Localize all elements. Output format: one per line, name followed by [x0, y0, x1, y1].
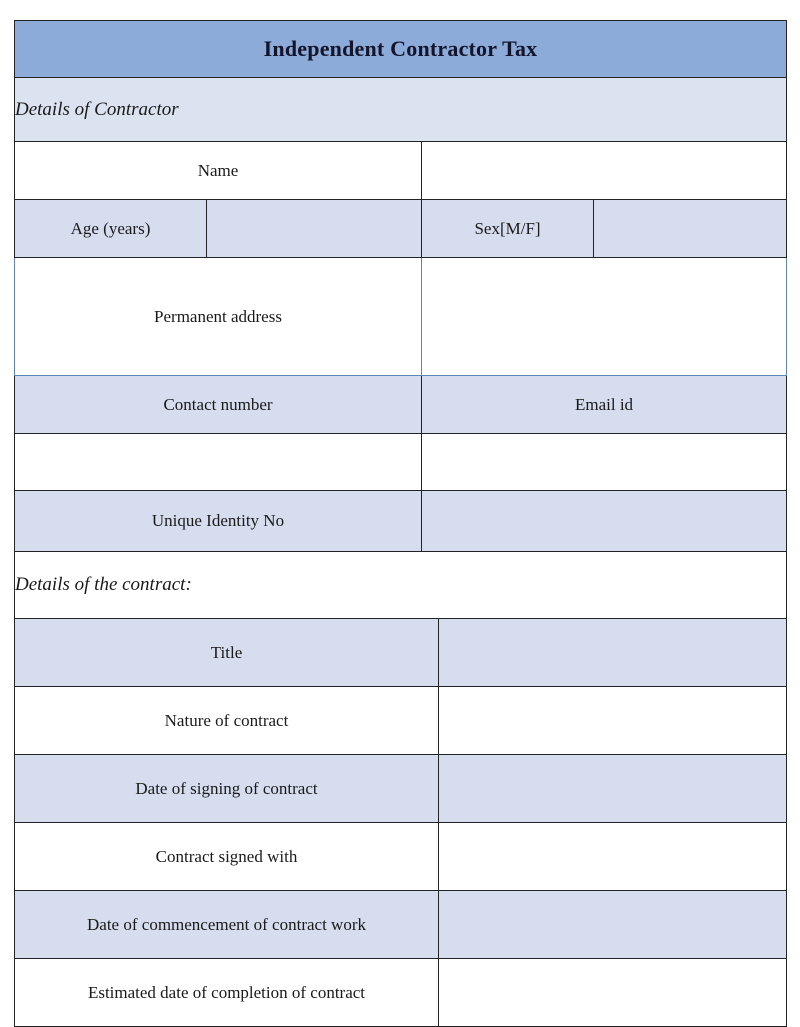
permanent-address-row: Permanent address	[14, 257, 788, 376]
table-row: Date of signing of contract	[14, 754, 788, 823]
page-title: Independent Contractor Tax	[13, 20, 788, 78]
unique-identity-label: Unique Identity No	[14, 490, 422, 552]
age-sex-row: Age (years) Sex[M/F]	[14, 199, 788, 258]
date-of-commencement-input[interactable]	[437, 890, 788, 959]
contract-title-label: Title	[14, 618, 439, 687]
contract-signed-with-input[interactable]	[437, 822, 788, 891]
contact-number-input[interactable]	[14, 433, 422, 491]
name-row: Name	[14, 141, 788, 200]
contract-section-heading: Details of the contract:	[13, 551, 788, 619]
contractor-section-heading: Details of Contractor	[13, 77, 788, 142]
name-label: Name	[14, 141, 422, 200]
nature-of-contract-label: Nature of contract	[14, 686, 439, 755]
table-row: Title	[14, 618, 788, 687]
contract-signed-with-label: Contract signed with	[14, 822, 439, 891]
table-row: Nature of contract	[14, 686, 788, 755]
email-id-input[interactable]	[420, 433, 788, 491]
date-of-signing-label: Date of signing of contract	[14, 754, 439, 823]
contract-section-heading-row: Details of the contract:	[13, 551, 788, 619]
contact-number-label: Contact number	[14, 375, 422, 434]
age-label: Age (years)	[14, 199, 207, 258]
contract-title-input[interactable]	[437, 618, 788, 687]
table-row: Estimated date of completion of contract	[14, 958, 788, 1027]
contractor-section-heading-row: Details of Contractor	[13, 77, 788, 142]
permanent-address-label: Permanent address	[14, 257, 422, 376]
sex-label: Sex[M/F]	[421, 199, 594, 258]
date-of-signing-input[interactable]	[437, 754, 788, 823]
permanent-address-input[interactable]	[420, 257, 788, 376]
form-title-row: Independent Contractor Tax	[13, 20, 788, 78]
unique-identity-input[interactable]	[420, 490, 788, 552]
contact-email-input-row	[14, 433, 788, 491]
table-row: Date of commencement of contract work	[14, 890, 788, 959]
age-input[interactable]	[206, 199, 422, 258]
unique-identity-row: Unique Identity No	[14, 490, 788, 552]
sex-input[interactable]	[592, 199, 788, 258]
name-input[interactable]	[420, 141, 788, 200]
estimated-completion-input[interactable]	[437, 958, 788, 1027]
contractor-tax-form: Independent Contractor Tax Details of Co…	[13, 20, 788, 1027]
contact-email-label-row: Contact number Email id	[14, 375, 788, 434]
nature-of-contract-input[interactable]	[437, 686, 788, 755]
date-of-commencement-label: Date of commencement of contract work	[14, 890, 439, 959]
email-id-label: Email id	[420, 375, 788, 434]
estimated-completion-label: Estimated date of completion of contract	[14, 958, 439, 1027]
table-row: Contract signed with	[14, 822, 788, 891]
